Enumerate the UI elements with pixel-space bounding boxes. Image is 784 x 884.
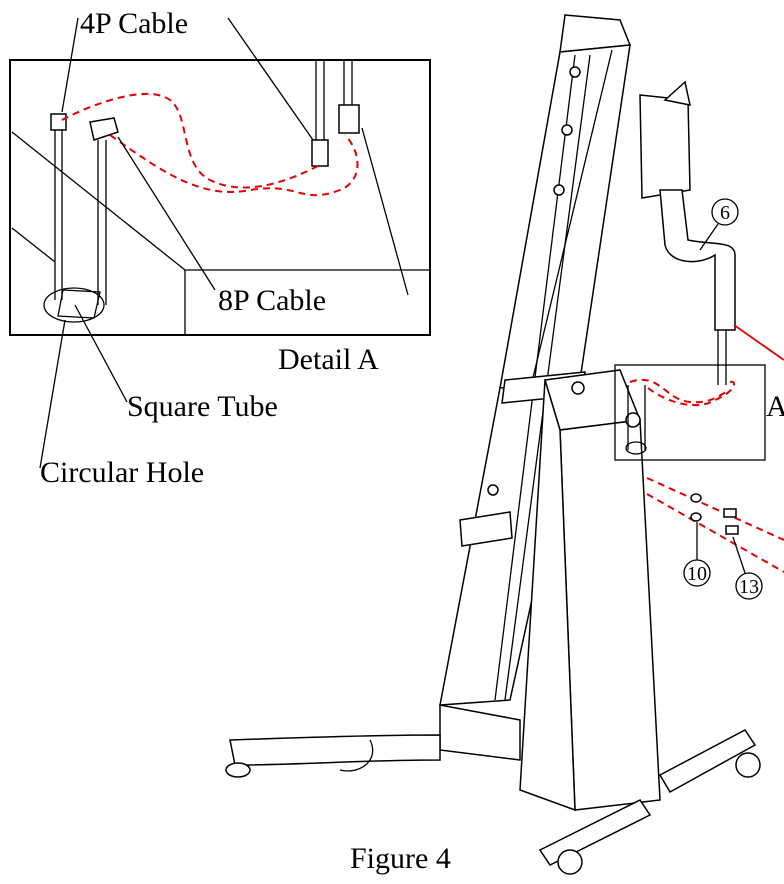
figure-caption: Figure 4 [350,842,451,875]
leader-part-13 [732,536,746,574]
circular-hole [43,287,105,323]
base-hole [625,412,641,428]
column-bolt [487,484,499,496]
arm-assembly [639,80,736,385]
explode-line-upper [646,477,784,541]
column-upper [499,44,631,389]
square-tube [57,289,101,319]
leader-arm-8p [361,127,409,296]
part-10-label: 10 [687,563,707,585]
washer-10 [690,512,702,522]
label-square-tube: Square Tube [127,390,278,423]
leader-part-6 [699,223,719,251]
fasteners [690,493,739,535]
label-circular-hole: Circular Hole [40,456,204,489]
caster-front [557,849,583,875]
box-top-edge [11,131,430,271]
washer-10 [690,493,702,503]
leg-front [538,799,652,866]
leader-circular-hole [39,319,66,469]
base-bolt [571,381,585,395]
part-6-label: 6 [720,202,730,224]
leg-left [229,734,441,766]
leader-square-tube [74,304,128,403]
cable-8p-connector [89,117,119,141]
detail-a-inset [9,17,431,336]
column-bolt [561,124,573,136]
explode-line-arm [733,324,784,361]
leg-curve [339,739,374,772]
detail-frame [9,59,431,336]
screw-13 [723,508,737,518]
part-13-balloon [735,572,763,600]
leg-right [658,729,757,794]
detail-a-callout-box [614,364,766,461]
leg-mount [439,704,521,761]
leader-arm-4p [227,17,314,141]
column-rail-c [529,49,613,391]
label-8p-cable: 8P Cable [218,284,326,317]
label-4p-cable: 4P Cable [80,7,188,40]
detail-a-marker: A [766,390,784,423]
stand-assembly [225,14,761,875]
detail-a-frame-small [614,364,766,461]
arm-8p-connector [338,104,360,134]
cable-4p-connector [50,113,67,131]
leader-4p-cable [61,17,79,113]
column-bolt [569,66,581,78]
caster-left [225,762,251,778]
scanner-grip [663,80,691,106]
label-detail-a: Detail A [278,343,379,376]
part-13-label: 13 [739,576,759,598]
small-cable-route-a [629,379,727,404]
arm-4p-connector [311,139,329,167]
column-bolt [553,184,565,196]
small-cable-route-b [647,380,736,407]
arm-tube [659,189,736,331]
explode-line-lower [646,493,784,573]
caster-right [735,752,761,778]
column-bracket [459,511,513,547]
base-box-side [519,379,576,812]
scanner-head [639,94,691,199]
box-inner-edge [11,227,56,263]
screw-13 [725,525,739,535]
cable-4p-route [61,92,321,189]
leader-8p-cable [117,136,216,291]
part-6-balloon [711,198,739,226]
base-box-front [559,419,661,811]
small-hole [625,441,647,455]
